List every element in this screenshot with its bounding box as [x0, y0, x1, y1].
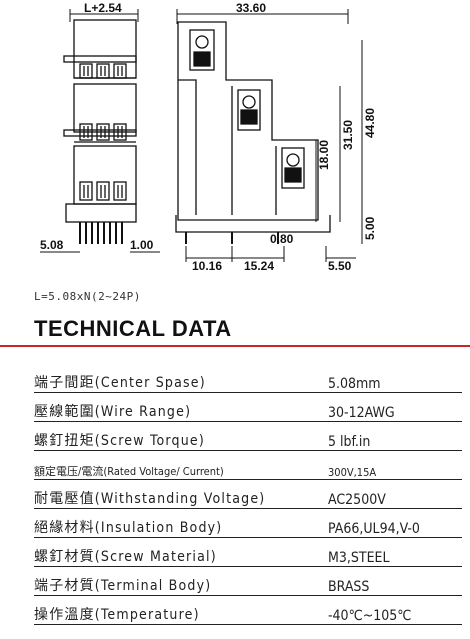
spec-label: 端子材質(Terminal Body)	[34, 566, 324, 596]
dim-b1: 10.16	[192, 259, 222, 273]
table-row: 壓線範圍(Wire Range)30-12AWG	[34, 392, 462, 422]
dim-top-left: L+2.54	[84, 1, 122, 15]
dim-pitch: 5.08	[40, 238, 64, 252]
dim-h2: 44.80	[363, 108, 377, 138]
spec-label: 絕緣材料(Insulation Body)	[34, 508, 324, 538]
spec-value: M3,STEEL	[324, 537, 462, 567]
spec-value: AC2500V	[324, 479, 462, 509]
spec-value: BRASS	[324, 566, 462, 596]
dim-gap: 0.80	[270, 232, 294, 246]
spec-value: 5 lbf.in	[324, 421, 462, 451]
spec-table: 端子間距(Center Spase)5.08mm 壓線範圍(Wire Range…	[34, 364, 462, 625]
spec-label: 螺釘材質(Screw Material)	[34, 537, 324, 567]
length-formula: L=5.08xN(2~24P)	[34, 290, 141, 303]
front-view	[40, 9, 160, 253]
spec-value: PA66,UL94,V-0	[324, 508, 462, 538]
dim-h3: 18.00	[317, 140, 331, 170]
spec-value: 5.08mm	[324, 364, 462, 393]
dim-b3: 5.50	[328, 259, 352, 273]
dim-top-right: 33.60	[236, 1, 266, 15]
technical-drawing: L+2.54 5.08 1.00	[40, 1, 377, 273]
spec-value: 300V,15A	[324, 450, 462, 480]
spec-label: 螺釘扭矩(Screw Torque)	[34, 421, 324, 451]
spec-label: 壓線範圍(Wire Range)	[34, 392, 324, 422]
dim-h4: 5.00	[363, 216, 377, 240]
spec-label: 操作溫度(Temperature)	[34, 595, 324, 625]
red-divider	[0, 345, 470, 347]
table-row: 絕緣材料(Insulation Body)PA66,UL94,V-0	[34, 508, 462, 538]
spec-label: 耐電壓值(Withstanding Voltage)	[34, 479, 324, 509]
spec-value: 30-12AWG	[324, 392, 462, 422]
table-row: 端子間距(Center Spase)5.08mm	[34, 364, 462, 393]
spec-label: 額定電压/電流(Rated Voltage/ Current)	[34, 450, 324, 480]
spec-label: 端子間距(Center Spase)	[34, 364, 324, 393]
dim-b2: 15.24	[244, 259, 274, 273]
spec-value: -40℃~105℃	[324, 595, 462, 625]
table-row: 端子材質(Terminal Body)BRASS	[34, 566, 462, 596]
dim-pin: 1.00	[130, 238, 154, 252]
table-row: 螺釘材質(Screw Material)M3,STEEL	[34, 537, 462, 567]
side-view	[175, 9, 363, 262]
table-row: 耐電壓值(Withstanding Voltage)AC2500V	[34, 479, 462, 509]
table-row: 螺釘扭矩(Screw Torque)5 lbf.in	[34, 421, 462, 451]
table-row: 操作溫度(Temperature)-40℃~105℃	[34, 595, 462, 625]
table-row: 額定電压/電流(Rated Voltage/ Current)300V,15A	[34, 450, 462, 480]
section-title: TECHNICAL DATA	[34, 316, 232, 341]
dim-h1: 31.50	[341, 120, 355, 150]
